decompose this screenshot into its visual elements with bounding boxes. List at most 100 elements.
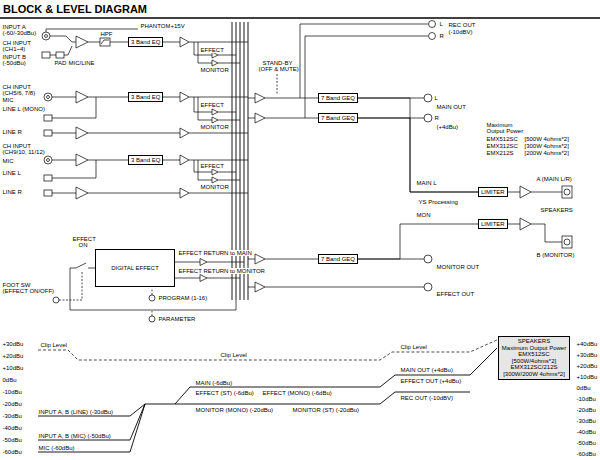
signal-label: EFFECT [200, 163, 224, 169]
mix-bus [232, 22, 248, 300]
signal-label: EFFECT OUT [436, 291, 475, 297]
axis-label: -60dBu [2, 449, 22, 455]
signal-label: PHANTOM [140, 23, 171, 29]
signal-label: EMX512SC [486, 136, 518, 142]
input-jack [47, 96, 50, 99]
level-label: INPUT A, B (LINE) (-30dBu) [38, 409, 114, 415]
amplifier-symbol [255, 93, 265, 103]
signal-label: Output Power [486, 128, 524, 134]
level-label: MONITOR (MONO) (-20dBu) [195, 407, 274, 413]
axis-label: -50dBu [576, 440, 596, 446]
title-rule [0, 18, 600, 19]
axis-label: +40dBu [576, 341, 598, 347]
level-label: EFFECT OUT (+4dBu) [400, 378, 462, 384]
signal-label: LINE R [2, 189, 22, 195]
box-text: 7 Band GEQ [321, 256, 355, 263]
axis-label: -40dBu [576, 429, 596, 435]
signal-label: MAIN L [416, 180, 437, 186]
amplifier-symbol [212, 117, 218, 123]
control-knob [149, 295, 155, 322]
axis-label: -40dBu [2, 425, 22, 431]
input-jack [53, 297, 59, 303]
amplifier-symbol [76, 127, 88, 139]
axis-label: +10dBu [2, 365, 24, 371]
eq-box: 3 Band EQ [128, 37, 163, 48]
limiter-box: LIMITER [478, 187, 508, 198]
signal-label: (EFFECT ON/OFF) [2, 288, 55, 294]
axis-label: -10dBu [2, 389, 22, 395]
input-jack [42, 32, 59, 303]
output-jack [562, 236, 572, 248]
box-text: LIMITER [481, 221, 505, 228]
control-knob [149, 316, 155, 322]
title-rule [0, 17, 600, 19]
axis-label: -20dBu [2, 401, 22, 407]
effect-processor-box: DIGITAL EFFECT [95, 249, 175, 287]
level-line [38, 348, 497, 452]
amplifier-symbol [180, 155, 189, 165]
axis-label: -30dBu [2, 413, 22, 419]
signal-wire [46, 29, 248, 63]
geq-box: 7 Band GEQ [318, 254, 358, 265]
speaker-level-band: SPEAKERSMaximum Output Power EMX512SC [5… [498, 336, 570, 380]
box-text: 7 Band GEQ [321, 115, 355, 122]
signal-label: PARAMETER [158, 316, 196, 322]
output-jack [564, 189, 570, 195]
signal-label: YS Processing [418, 199, 458, 205]
box-text: 3 Band EQ [131, 39, 160, 46]
signal-label: PROGRAM (1-16) [158, 295, 208, 301]
input-jack [45, 35, 48, 38]
signal-label: L [434, 95, 438, 101]
diagram-title: BLOCK & LEVEL DIAGRAM [3, 3, 147, 15]
amplifier-symbol [520, 186, 531, 198]
signal-label: MONITOR [200, 124, 229, 130]
amplifier-symbol [180, 92, 189, 102]
amplifier-symbol [76, 187, 88, 199]
amplifier-symbol [180, 188, 189, 198]
signal-label: EMX312SC [486, 143, 518, 149]
amplifier-symbol [255, 282, 265, 292]
pad-hpf-symbol [56, 38, 110, 58]
signal-label: MON [416, 212, 431, 218]
box-text: LIMITER [481, 189, 505, 196]
clip-label: Clip Level [400, 344, 427, 350]
amplifier-symbol [255, 254, 265, 264]
signal-connector [358, 224, 478, 259]
input-jack [44, 93, 52, 101]
eq-box: 3 Band EQ [128, 92, 163, 103]
input-jack [42, 52, 50, 58]
amplifier-symbol [180, 37, 189, 47]
output-jack [424, 255, 432, 263]
output-jack [424, 114, 432, 122]
level-label: EFFECT (MONO) (-6dBu) [262, 390, 332, 396]
axis-label: +30dBu [576, 352, 598, 358]
axis-label: +20dBu [2, 353, 24, 359]
clip-level-line [38, 340, 497, 360]
input-jack [44, 175, 52, 181]
level-label: REC OUT (-10dBV) [400, 395, 454, 401]
amplifier-symbol [76, 154, 88, 166]
mix-bus [232, 22, 248, 300]
box-text: SPEAKERS [518, 338, 550, 345]
signal-label: R [439, 33, 444, 39]
signal-label: MIC [2, 97, 14, 103]
limiter-box: LIMITER [478, 219, 508, 230]
signal-label: L [439, 21, 443, 27]
pad-hpf-symbol [101, 40, 109, 44]
input-jack [44, 156, 52, 164]
axis-label: -50dBu [2, 437, 22, 443]
amplifier-symbol [200, 275, 207, 282]
input-jack [44, 190, 52, 196]
output-jack [564, 239, 570, 245]
level-label: INPUT A, B (MIC) (-50dBu) [38, 433, 111, 439]
signal-label: (+4dBu) [436, 124, 459, 130]
input-jack [42, 32, 50, 40]
amplifier-symbol [76, 91, 88, 103]
signal-label: (CH5/6, 7/8) [2, 90, 36, 96]
amplifier-symbol [520, 218, 531, 230]
output-jack [429, 33, 436, 40]
signal-label: [500W 4ohms*2] [524, 136, 569, 142]
output-jack [424, 94, 432, 102]
signal-label: REC OUT [448, 22, 476, 28]
signal-label: EMX212S [486, 150, 514, 156]
